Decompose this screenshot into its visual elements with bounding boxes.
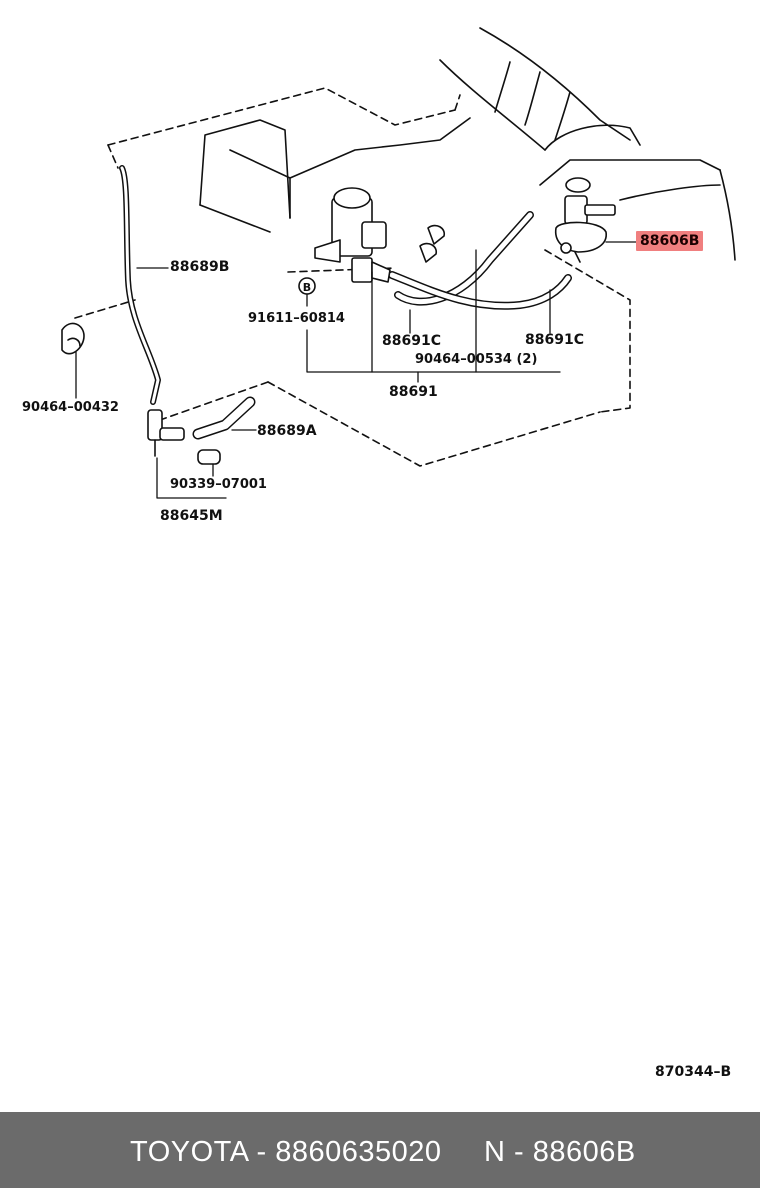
label-88691c-right: 88691C [525, 332, 584, 348]
label-90339-07001: 90339–07001 [170, 477, 267, 492]
leader-lines [75, 241, 637, 499]
label-88689b: 88689B [170, 259, 230, 275]
label-91611-60814: 91611–60814 [248, 311, 345, 326]
parts-diagram: B [61, 27, 736, 499]
label-88691c-left: 88691C [382, 333, 441, 349]
footer-brand-part-number: TOYOTA - 8860635020 [130, 1136, 442, 1168]
clip-90464-00534 [419, 224, 446, 263]
label-90464-00432: 90464–00432 [22, 400, 119, 415]
clip-90464-00432 [61, 322, 85, 355]
label-88606b-highlighted[interactable]: 88606B [636, 231, 704, 251]
label-90464-00534: 90464–00534 (2) [415, 352, 538, 367]
label-88645m: 88645M [160, 508, 223, 524]
plug-90339-07001 [197, 449, 221, 465]
label-88691: 88691 [389, 384, 438, 400]
engine-body [199, 27, 736, 261]
bolt-marker-letter: B [303, 281, 311, 294]
union-88645m [147, 409, 185, 457]
vacuum-switching-valve [314, 187, 391, 283]
diagram-code: 870344–B [655, 1064, 732, 1080]
label-88689a: 88689A [257, 423, 317, 439]
footer-reference: N - 88606B [484, 1136, 636, 1168]
footer-bar: TOYOTA - 8860635020 N - 88606B [0, 1112, 760, 1188]
engine-outline-dashed [74, 87, 631, 467]
vacuum-actuator-88606b [554, 177, 616, 263]
